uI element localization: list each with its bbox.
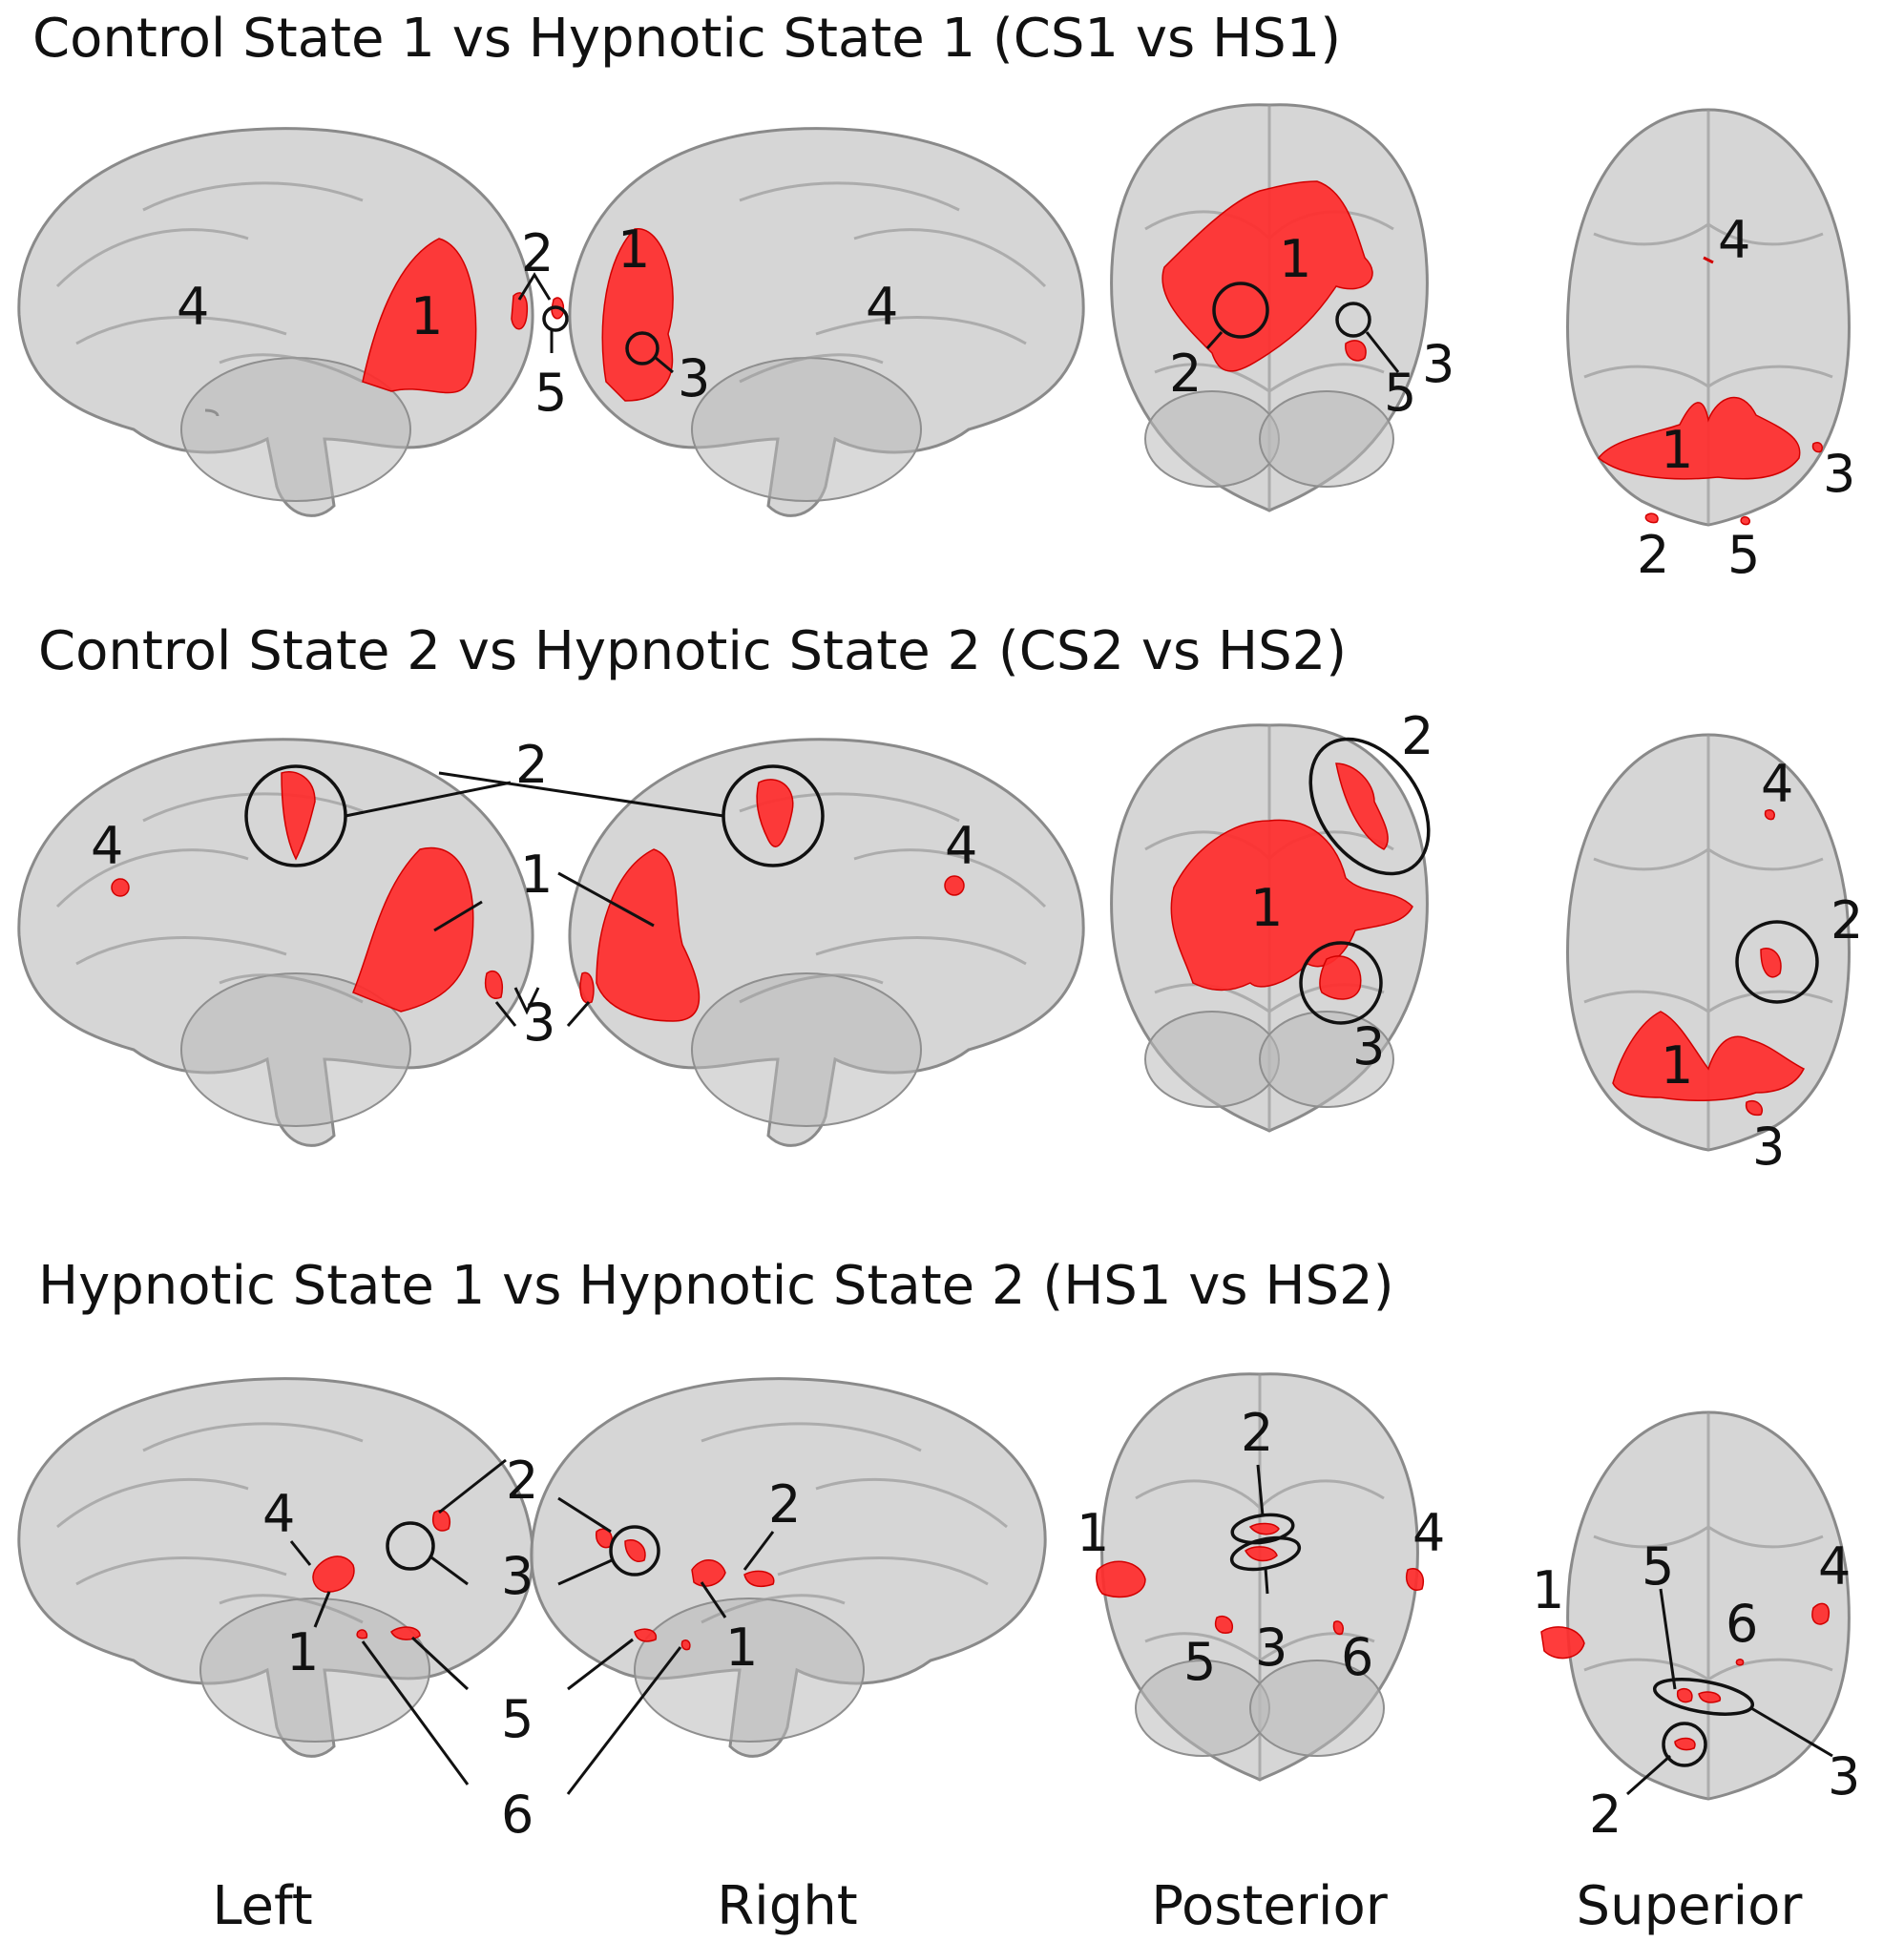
row-1-left-label-1: 1 (410, 286, 443, 346)
row-3-title: Hypnotic State 1 vs Hypnotic State 2 (HS… (38, 1255, 1394, 1317)
row-1-post-label-1: 1 (1279, 229, 1311, 289)
row-3-mid-label-6: 6 (501, 1785, 534, 1845)
row-2-left-label-4: 4 (91, 816, 123, 876)
row-3-sup-label-3: 3 (1828, 1746, 1860, 1806)
row-1-left-view: 1 4 (17, 127, 534, 517)
row-1-post-label-5: 5 (1384, 363, 1416, 423)
row-2-sup-blob-1 (1612, 1011, 1806, 1101)
row-3-left-view: 4 1 (17, 1377, 534, 1785)
row-3-sup-blob-1 (1540, 1626, 1585, 1660)
row-3-right-label-2: 2 (768, 1474, 801, 1535)
row-3-left-label-4: 4 (262, 1484, 295, 1544)
row-1-sup-label-5: 5 (1727, 525, 1760, 585)
row-1-mid-label-2: 2 (521, 223, 554, 283)
row-3-post-blob-1 (1096, 1560, 1146, 1598)
row-3-post-label-5: 5 (1183, 1632, 1216, 1692)
row-1-superior-view: 4 1 3 2 5 (1566, 108, 1855, 585)
row-3-post-label-4: 4 (1412, 1503, 1445, 1563)
row-2-sup-label-2: 2 (1831, 890, 1863, 950)
row-2-post-label-1: 1 (1250, 878, 1283, 938)
row-1-title: Control State 1 vs Hypnotic State 1 (CS1… (32, 8, 1342, 70)
row-2-right-view: 4 (438, 738, 1085, 1147)
row-3-sup-label-4: 4 (1818, 1536, 1851, 1597)
row-2-post-label-3: 3 (1352, 1016, 1385, 1076)
row-3-left-blob-1 (312, 1556, 355, 1593)
row-3-middle-markers: 2 3 5 6 (501, 1451, 538, 1845)
row-1-middle-markers: 2 5 (511, 223, 569, 423)
row-2-right-blob-1 (596, 848, 701, 1022)
row-1-sup-label-1: 1 (1661, 420, 1693, 480)
row-1-right-label-1: 1 (617, 219, 650, 280)
row-2-title: Control State 2 vs Hypnotic State 2 (CS2… (38, 620, 1348, 682)
row-2-left-blob-1 (352, 846, 474, 1013)
view-label-superior: Superior (1576, 1875, 1803, 1937)
row-3-left-label-1: 1 (286, 1622, 319, 1682)
row-3-post-label-6: 6 (1341, 1627, 1373, 1687)
row-2-post-blob-1 (1170, 819, 1413, 992)
view-label-right: Right (717, 1875, 858, 1937)
row-3-posterior-view: 2 1 4 5 3 6 (1077, 1372, 1445, 1782)
row-3-mid-label-3: 3 (501, 1546, 534, 1606)
row-3-mid-label-2: 2 (506, 1451, 538, 1511)
row-3-post-label-1: 1 (1077, 1503, 1109, 1563)
row-1-sup-label-4: 4 (1718, 210, 1750, 270)
row-3-sup-label-1: 1 (1532, 1560, 1564, 1620)
row-1-mid-label-5: 5 (534, 363, 567, 423)
row-3-post-label-2: 2 (1241, 1403, 1273, 1463)
row-2-posterior-view: 1 2 3 (1110, 706, 1433, 1133)
row-1-right-view: 1 3 4 (568, 127, 1085, 517)
row-3-right-label-1: 1 (725, 1618, 758, 1678)
row-3-sup-label-5: 5 (1642, 1536, 1674, 1597)
row-1-right-label-3: 3 (678, 348, 710, 408)
row-2-superior-view: 4 2 1 3 (1566, 733, 1863, 1177)
row-1-sup-blob-1 (1597, 396, 1801, 480)
view-label-left: Left (212, 1875, 313, 1937)
row-2-post-label-2: 2 (1401, 706, 1433, 766)
row-2-mid-label-3: 3 (523, 992, 555, 1053)
row-2-left-view: 4 1 (17, 738, 553, 1147)
row-1-left-blob-1 (362, 238, 477, 394)
row-3-sup-label-6: 6 (1726, 1594, 1758, 1654)
row-1-left-label-4: 4 (177, 277, 209, 337)
row-3-mid-label-5: 5 (501, 1689, 534, 1749)
row-1-sup-label-3: 3 (1823, 444, 1855, 504)
row-3-right-view: 2 1 (530, 1377, 1047, 1795)
row-3-right-blob-1 (691, 1559, 726, 1587)
row-3-superior-view: 1 5 4 6 3 2 (1532, 1410, 1860, 1845)
row-2-sup-label-1: 1 (1661, 1035, 1693, 1096)
row-1-post-label-2: 2 (1169, 344, 1202, 404)
row-3-sup-label-2: 2 (1589, 1785, 1622, 1845)
row-1-posterior-view: 1 2 5 3 (1110, 103, 1454, 512)
row-1-post-label-3: 3 (1422, 334, 1454, 394)
row-2-left-label-1: 1 (520, 845, 553, 905)
row-2-right-label-4: 4 (945, 816, 977, 876)
row-2-sup-label-3: 3 (1752, 1117, 1785, 1177)
row-2-sup-label-4: 4 (1761, 754, 1793, 814)
view-label-posterior: Posterior (1151, 1875, 1388, 1937)
row-3-post-label-3: 3 (1255, 1618, 1287, 1678)
row-1-sup-label-2: 2 (1637, 525, 1669, 585)
row-1-post-blob-1 (1161, 180, 1373, 372)
row-1-right-label-4: 4 (866, 277, 898, 337)
